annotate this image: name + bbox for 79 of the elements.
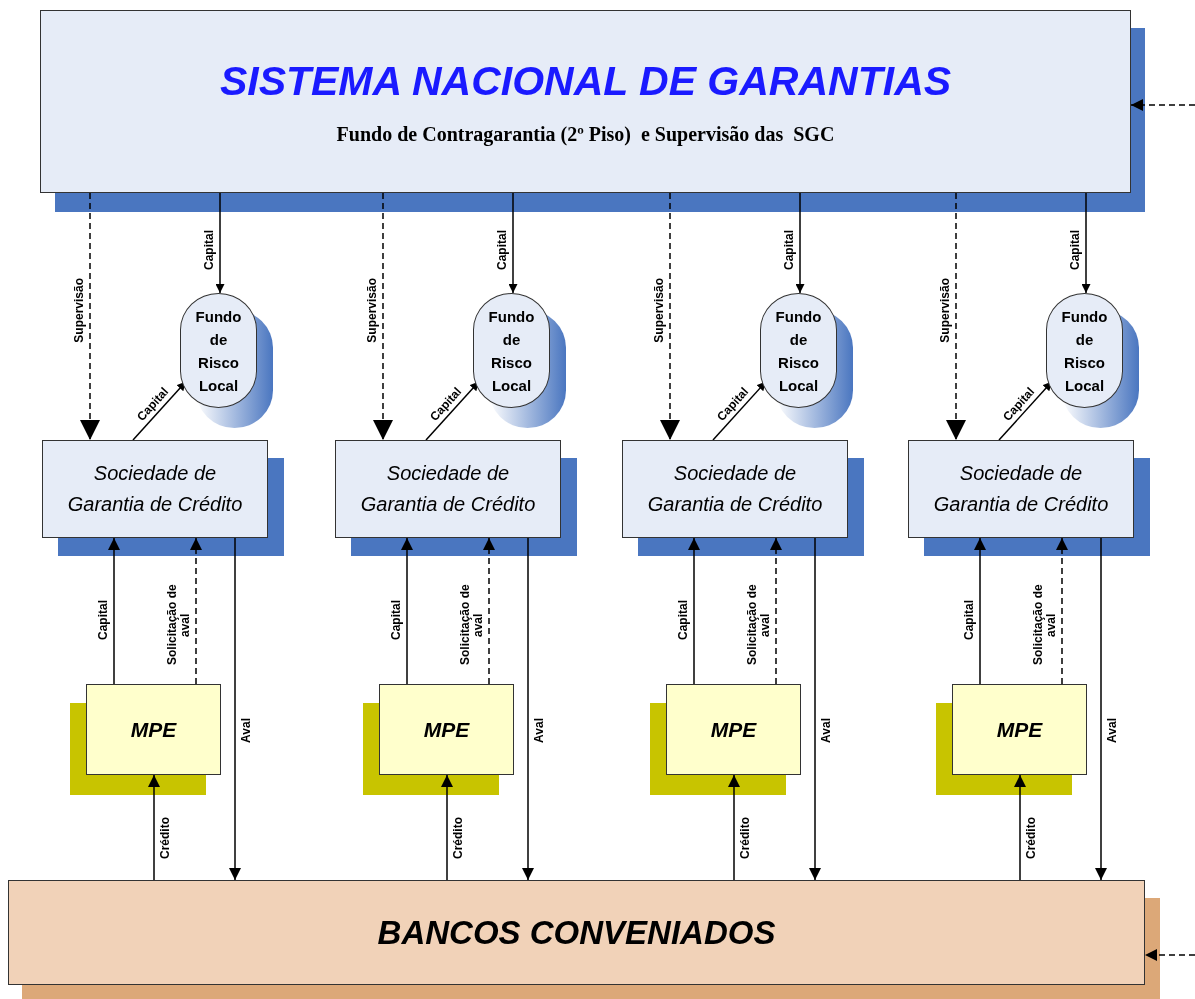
edge-label: Capital xyxy=(203,230,216,270)
subtitle-text: Fundo de Contragarantia (2º Piso) e Supervisão das SGC xyxy=(336,122,835,146)
edge-label: Solicitação de aval xyxy=(1032,583,1058,668)
node-label: Fundo de Risco Local xyxy=(1060,306,1109,396)
dashed-arrow xyxy=(80,192,100,441)
edge-label: Supervisão xyxy=(366,277,379,343)
dashed-arrow xyxy=(373,192,393,441)
arrow xyxy=(148,774,160,881)
arrow xyxy=(1081,192,1091,294)
edge-label: Capital xyxy=(390,600,403,640)
arrow xyxy=(401,537,413,685)
node-label: MPE xyxy=(710,717,757,742)
dashed-arrow xyxy=(190,537,202,685)
arrow xyxy=(809,537,821,881)
process-box xyxy=(86,684,221,775)
dashed-arrow xyxy=(483,537,495,685)
edge-label: Aval xyxy=(1106,717,1119,743)
dashed-arrow xyxy=(1056,537,1068,685)
process-box xyxy=(335,440,561,538)
edge-label: Crédito xyxy=(739,817,752,859)
arrow xyxy=(215,192,225,294)
process-box xyxy=(952,684,1087,775)
edge-label: Capital xyxy=(677,600,690,640)
process-box xyxy=(42,440,268,538)
edge-label: Supervisão xyxy=(73,277,86,343)
node-label: Sociedade de Garantia de Crédito xyxy=(646,461,824,517)
arrow xyxy=(108,537,120,685)
node-label: Fundo de Risco Local xyxy=(774,306,823,396)
edge-label: Capital xyxy=(963,600,976,640)
dashed-arrow xyxy=(1130,99,1195,111)
arrow xyxy=(712,380,767,441)
node-label: Sociedade de Garantia de Crédito xyxy=(932,461,1110,517)
node-label: Fundo de Risco Local xyxy=(194,306,243,396)
node-label: MPE xyxy=(996,717,1043,742)
title-text: SISTEMA NACIONAL DE GARANTIAS xyxy=(219,57,952,105)
edge-label: Capital xyxy=(1069,230,1082,270)
arrow xyxy=(229,537,241,881)
process-box xyxy=(379,684,514,775)
dashed-arrow xyxy=(770,537,782,685)
dashed-arrow xyxy=(946,192,966,441)
edge-label: Supervisão xyxy=(653,277,666,343)
arrow xyxy=(425,380,480,441)
bank-box xyxy=(8,880,1145,985)
edge-label: Crédito xyxy=(159,817,172,859)
edge-label: Capital xyxy=(783,230,796,270)
arrow xyxy=(1095,537,1107,881)
dashed-arrow xyxy=(1144,949,1195,961)
edge-label: Solicitação de aval xyxy=(459,583,485,668)
edge-label: Solicitação de aval xyxy=(166,583,192,668)
process-box xyxy=(908,440,1134,538)
node-label: Sociedade de Garantia de Crédito xyxy=(359,461,537,517)
edge-label: Aval xyxy=(240,717,253,743)
edge-label: Capital xyxy=(97,600,110,640)
edge-label: Aval xyxy=(820,717,833,743)
arrow xyxy=(998,380,1053,441)
edge-label: Aval xyxy=(533,717,546,743)
arrow xyxy=(1014,774,1026,881)
process-box xyxy=(666,684,801,775)
arrow xyxy=(728,774,740,881)
system-box xyxy=(40,10,1131,193)
edge-label: Crédito xyxy=(1025,817,1038,859)
node-label: MPE xyxy=(130,717,177,742)
dashed-arrow xyxy=(660,192,680,441)
arrow xyxy=(974,537,986,685)
node-label: MPE xyxy=(423,717,470,742)
arrow xyxy=(508,192,518,294)
node-label: Fundo de Risco Local xyxy=(487,306,536,396)
arrow xyxy=(795,192,805,294)
edge-label: Solicitação de aval xyxy=(746,583,772,668)
arrow xyxy=(522,537,534,881)
edge-label: Supervisão xyxy=(939,277,952,343)
arrow xyxy=(441,774,453,881)
edge-label: Capital xyxy=(496,230,509,270)
arrow xyxy=(132,380,187,441)
node-label: BANCOS CONVENIADOS xyxy=(377,913,776,952)
node-label: Sociedade de Garantia de Crédito xyxy=(66,461,244,517)
edge-label: Crédito xyxy=(452,817,465,859)
process-box xyxy=(622,440,848,538)
arrow xyxy=(688,537,700,685)
